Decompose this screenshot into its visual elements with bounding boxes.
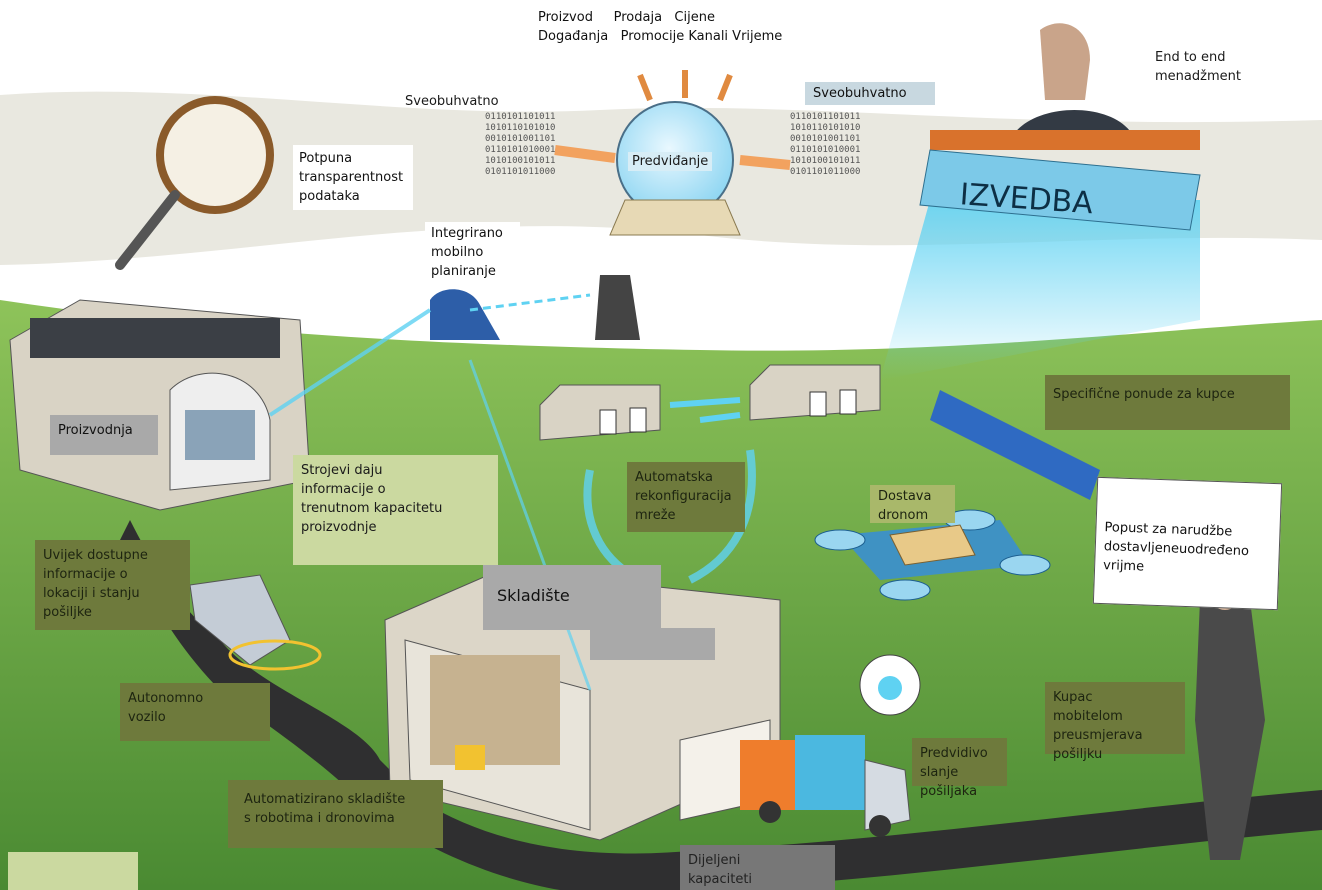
alarm-bubble: [859, 654, 921, 716]
end-to-end-label: End to end menadžment: [1155, 50, 1241, 84]
hub-link-arrows: [669, 397, 741, 423]
mobilno-planiranje-label: Integrirano mobilno planiranje: [425, 222, 520, 283]
automatizirano-skladiste-label: Automatizirano skladište s robotima i dr…: [228, 780, 443, 848]
top-inputs-line1: Proizvod Prodaja Cijene: [538, 10, 715, 25]
popust-label: Popust za narudžbe dostavljeneuodređeno …: [1092, 476, 1283, 611]
binary-line: 0010101001101: [485, 134, 556, 144]
binary-line: 0010101001101: [790, 134, 861, 144]
binary-line: 1010110101010: [485, 123, 556, 133]
corner-tab: [8, 852, 138, 890]
dostava-dronom-label: Dostava dronom: [870, 485, 955, 523]
autonomous-truck: [189, 574, 322, 671]
dijeljeni-label: Dijeljeni kapaciteti: [680, 845, 835, 890]
binary-line: 0110101101011: [790, 112, 861, 122]
binary-line: 0110101010001: [485, 145, 556, 155]
izvedba-banner: [919, 149, 1201, 231]
binary-line: 0101101011000: [485, 167, 556, 177]
top-inputs-label: Proizvod Prodaja Cijene Događanja Promoc…: [530, 4, 850, 50]
reconfig-arrow-right: [688, 449, 756, 584]
specificne-ponude-label: Specifične ponude za kupce: [1045, 375, 1290, 430]
skladiste-label-shadow: [590, 628, 715, 660]
hub-right: [749, 364, 881, 421]
binary-line: 0110101010001: [790, 145, 861, 155]
predvidanje-label: Predviđanje: [628, 152, 713, 171]
sveobuhvatno-right-label: Sveobuhvatno: [805, 82, 935, 105]
transparentnost-label: Potpuna transparentnost podataka: [293, 145, 413, 210]
izvedba-beam: [880, 200, 1200, 380]
warehouse-data-line: [468, 359, 592, 691]
binary-stream-right: 0110101101011 1010110101010 001010100110…: [790, 112, 860, 178]
rekonfiguracija-label: Automatska rekonfiguracija mreže: [627, 462, 745, 532]
factory-building: [9, 299, 311, 511]
binary-line: 1010100101011: [485, 156, 556, 166]
magnifier-icon: [115, 96, 274, 270]
hub-left: [539, 384, 661, 441]
binary-stream-left: 0110101101011 1010110101010 001010100110…: [485, 112, 555, 178]
lokacija-label: Uvijek dostupne informacije o lokaciji i…: [35, 540, 190, 630]
delivery-truck: [740, 735, 911, 837]
predvidivo-label: Predvidivo slanje pošiljaka: [912, 738, 1007, 799]
planner-figures: [430, 275, 640, 340]
binary-line: 1010110101010: [790, 123, 861, 133]
kupac-label: Kupac mobitelom preusmjerava pošiljku: [1045, 682, 1185, 762]
manager-figure: [930, 23, 1200, 150]
skladiste-label: Skladište: [483, 565, 661, 630]
factory-data-line: [268, 308, 432, 417]
autonomno-label: Autonomno vozilo: [120, 683, 270, 741]
binary-line: 0110101101011: [485, 112, 556, 122]
offer-arm: [930, 390, 1100, 500]
strojevi-label: Strojevi daju informacije o trenutnom ka…: [293, 455, 498, 565]
top-inputs-line2: Događanja Promocije Kanali Vrijeme: [538, 29, 783, 44]
binary-line: 1010100101011: [790, 156, 861, 166]
sveobuhvatno-left-label: Sveobuhvatno: [405, 94, 499, 109]
delivery-drone: [814, 509, 1051, 601]
proizvodnja-label: Proizvodnja: [50, 415, 158, 455]
binary-line: 0101101011000: [790, 167, 861, 177]
